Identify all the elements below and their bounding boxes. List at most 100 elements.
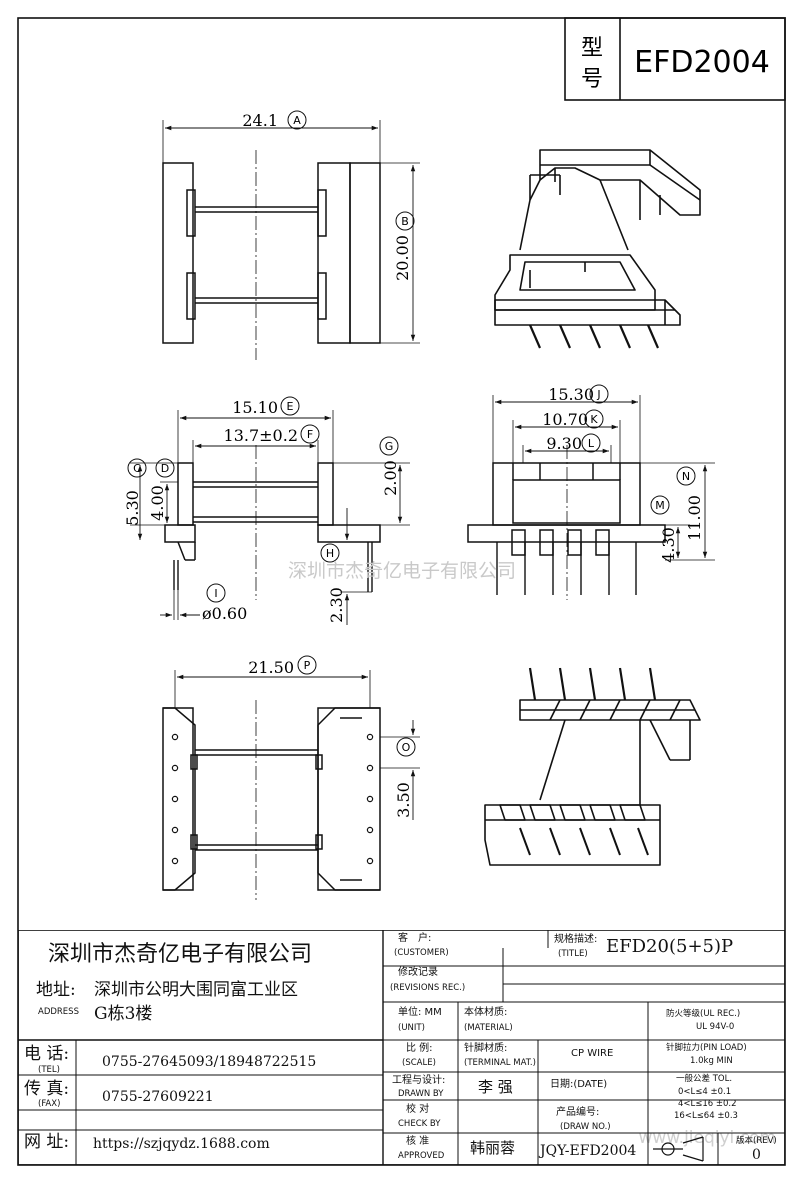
rev-label: 版本(REV): [736, 1136, 777, 1146]
terminal-label: 针脚材质:: [464, 1043, 508, 1054]
tag-n-label: N: [682, 470, 690, 483]
title-block-grid: [18, 930, 785, 1165]
scale-label: 比 例:: [406, 1043, 433, 1054]
model-label-2: 号: [581, 67, 603, 92]
dim-l-value: 9.30: [546, 434, 582, 453]
tol-line-2: 4<L≤16 ±0.2: [678, 1099, 737, 1109]
address-line-1: 深圳市公明大围同富工业区: [94, 980, 298, 1000]
tag-p-circle: [297, 655, 317, 675]
tag-m-circle: [650, 495, 670, 515]
tag-h-label: H: [326, 547, 334, 560]
title-block: 深圳市杰奇亿电子有限公司 地址: ADDRESS 深圳市公明大围同富工业区 G栋…: [18, 930, 785, 1165]
tel-label: 电 话:: [24, 1044, 70, 1064]
web-label: 网 址:: [24, 1132, 70, 1152]
drawno-value: JQY-EFD2004: [540, 1143, 637, 1159]
dim-c-value: 5.30: [123, 490, 142, 526]
tag-p-label: P: [304, 659, 311, 672]
dim-j-value: 15.30: [548, 385, 594, 404]
dim-i-value: ø0.60: [202, 604, 247, 623]
unit-label: 单位: MM: [398, 1007, 442, 1018]
tag-m-label: M: [655, 499, 665, 512]
title-label: 规格描述:: [554, 934, 598, 945]
tag-a-label: A: [293, 114, 301, 127]
drawno-label-en: (DRAW NO.): [560, 1122, 611, 1132]
tag-l-label: L: [588, 437, 595, 450]
title-value: EFD20(5+5)P: [606, 936, 734, 957]
address-line-2: G栋3楼: [94, 1004, 153, 1024]
tag-b-label: B: [401, 215, 409, 228]
scale-label-en: (SCALE): [402, 1058, 436, 1068]
iso-view-top: [494, 149, 701, 349]
tag-j-label: J: [596, 388, 600, 401]
drawn-value: 李 强: [478, 1078, 513, 1096]
pin-load-label: 针脚拉力(PIN LOAD): [666, 1043, 747, 1053]
bottom-view: [162, 670, 420, 900]
model-box: 型 号 EFD2004: [564, 17, 786, 101]
material-label: 本体材质:: [464, 1007, 508, 1018]
tag-f-circle: [300, 424, 320, 444]
company-name: 深圳市杰奇亿电子有限公司: [48, 942, 313, 967]
dim-p-value: 21.50: [248, 658, 294, 677]
tol-line-1: 0<L≤4 ±0.1: [678, 1087, 732, 1097]
pin-load-value: 1.0kg MIN: [690, 1056, 733, 1066]
approved-label-en: APPROVED: [398, 1151, 445, 1161]
tag-k-circle: [584, 409, 604, 429]
dim-f-value: 13.7±0.2: [224, 426, 298, 445]
ul-value: UL 94V-0: [696, 1022, 735, 1032]
tag-o-circle: [396, 737, 416, 757]
iso-view-bottom: [484, 667, 701, 866]
customer-label-en: (CUSTOMER): [394, 948, 449, 958]
tag-e-label: E: [287, 400, 294, 413]
dim-m-value: 4.30: [659, 527, 678, 563]
dim-k-value: 10.70: [542, 410, 588, 429]
tag-d-circle: [155, 458, 175, 478]
tag-f-label: F: [307, 428, 313, 441]
address-label: 地址:: [36, 980, 76, 1000]
revisions-label-en: (REVISIONS REC.): [390, 983, 466, 993]
end-view: [467, 395, 715, 600]
tol-label: 一般公差 TOL.: [676, 1074, 733, 1084]
check-label: 校 对: [406, 1104, 430, 1115]
drawing-border: [17, 17, 786, 1166]
tag-b-circle: [395, 211, 415, 231]
fax-label-en: (FAX): [38, 1099, 61, 1109]
tag-j-circle: [589, 384, 609, 404]
dim-b-value: 20.00: [393, 235, 412, 281]
tag-n-circle: [676, 466, 696, 486]
ul-label: 防火等级(UL REC.): [666, 1009, 741, 1019]
tel-label-en: (TEL): [38, 1065, 60, 1075]
dim-o-value: 3.50: [394, 782, 413, 818]
model-value: EFD2004: [634, 45, 770, 80]
approved-value: 韩丽蓉: [470, 1139, 516, 1157]
drawn-label: 工程与设计:: [392, 1075, 446, 1086]
dim-a-value: 24.1: [242, 111, 278, 130]
dim-n-value: 11.00: [685, 495, 704, 541]
dim-h-value: 2.30: [327, 587, 346, 623]
tag-i-label: I: [214, 587, 217, 600]
model-label-1: 型: [581, 36, 603, 61]
material-label-en: (MATERIAL): [464, 1023, 513, 1033]
front-view: [130, 410, 410, 625]
tag-l-circle: [581, 433, 601, 453]
tag-e-circle: [280, 396, 300, 416]
dim-e-value: 15.10: [232, 398, 278, 417]
tag-o-label: O: [402, 741, 411, 754]
tag-c-circle: [127, 458, 147, 478]
top-view: [162, 120, 420, 360]
title-label-en: (TITLE): [558, 949, 588, 959]
unit-label-en: (UNIT): [398, 1023, 425, 1033]
tag-k-label: K: [590, 413, 598, 426]
bottom-view-pin-holes: [171, 733, 374, 865]
web-value: https://szjqydz.1688.com: [93, 1136, 270, 1152]
revisions-label: 修改记录: [398, 967, 438, 978]
fax-label: 传 真:: [24, 1079, 70, 1099]
tag-d-label: D: [161, 462, 169, 475]
tol-line-3: 16<L≤64 ±0.3: [674, 1111, 738, 1121]
watermark-center: 深圳市杰奇亿电子有限公司: [288, 560, 516, 582]
dim-d-value: 4.00: [148, 485, 167, 521]
drawno-label: 产品编号:: [556, 1107, 600, 1118]
tag-g-label: G: [385, 440, 394, 453]
date-label: 日期:(DATE): [550, 1079, 608, 1090]
approved-label: 核 准: [406, 1136, 430, 1147]
tag-i-circle: [206, 583, 226, 603]
